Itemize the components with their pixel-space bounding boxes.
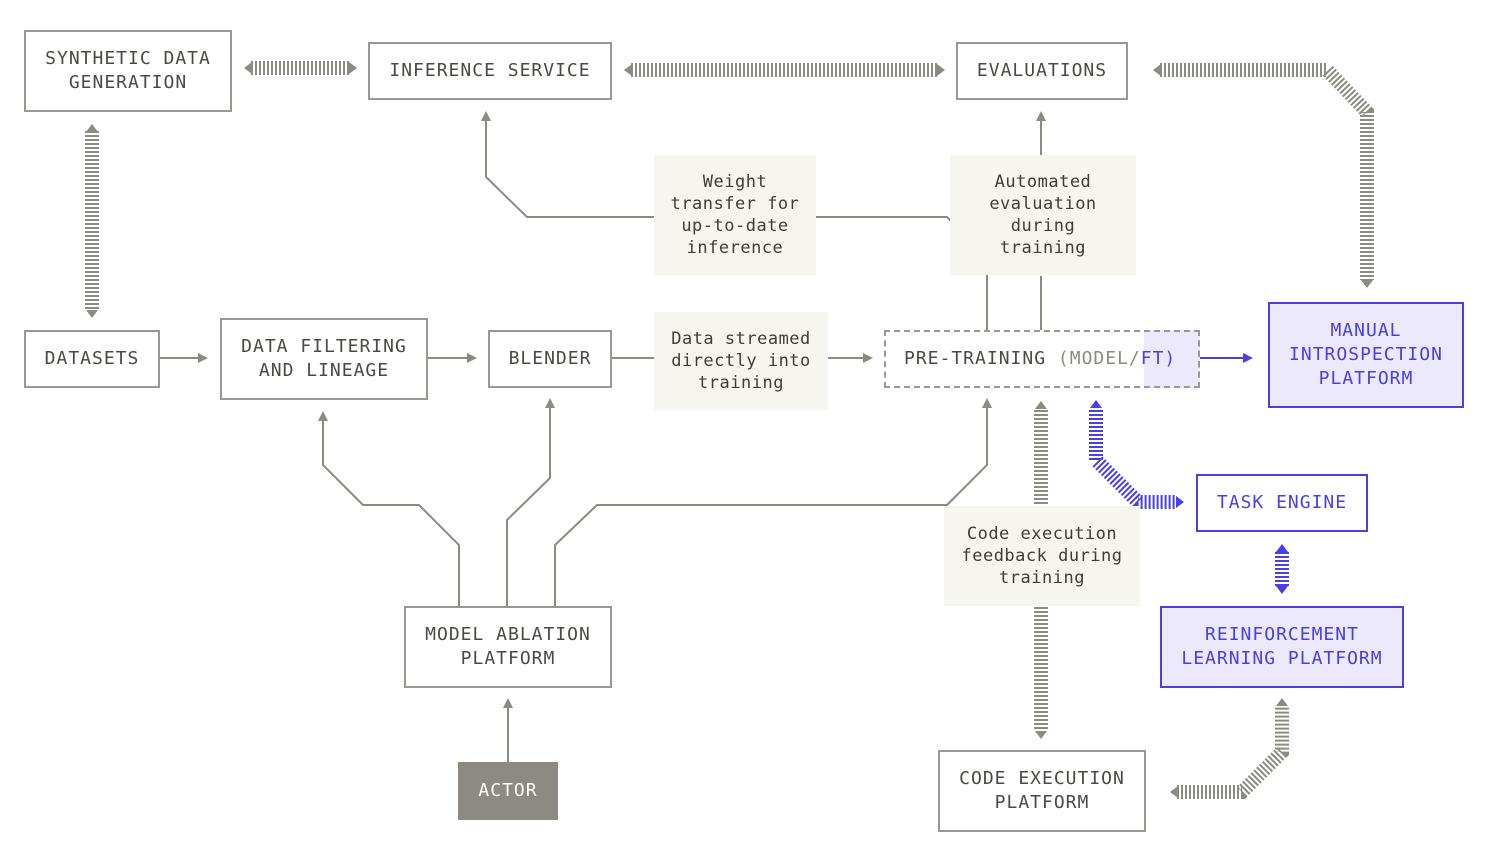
weight-transfer-label: Weight transfer for up-to-date inference (654, 155, 816, 275)
arrowhead (1276, 586, 1288, 594)
arrowhead (86, 124, 98, 132)
blender-node[interactable]: BLENDER (488, 330, 612, 388)
code-execution-platform-node[interactable]: CODE EXECUTION PLATFORM (938, 750, 1146, 832)
arrowhead (624, 64, 632, 76)
arrowhead (244, 62, 252, 74)
ablation-to-filtering-connector (318, 411, 460, 606)
arrowhead (1035, 731, 1047, 739)
arrowhead (1035, 401, 1047, 409)
code-execution-feedback-label: Code execution feedback during training (944, 506, 1140, 606)
ablation-to-pretraining-connector (554, 398, 992, 606)
inference-service-node[interactable]: INFERENCE SERVICE (368, 42, 612, 100)
striped-pretraining-taskengine (1089, 410, 1176, 509)
model-ablation-platform-node[interactable]: MODEL ABLATION PLATFORM (404, 606, 612, 688)
datasets-node[interactable]: DATASETS (24, 330, 160, 388)
pre-training-model-suffix: (MODEL/ (1057, 348, 1141, 369)
arrowhead (1361, 280, 1373, 288)
arrowhead (937, 64, 945, 76)
actor-node[interactable]: ACTOR (458, 762, 558, 820)
reinforcement-learning-platform-node[interactable]: REINFORCEMENT LEARNING PLATFORM (1160, 606, 1404, 688)
ablation-to-blender-connector (506, 398, 555, 606)
arrowhead (349, 62, 357, 74)
arrowhead (1090, 400, 1102, 408)
automated-evaluation-label: Automated evaluation during training (950, 155, 1136, 275)
synthetic-data-generation-node[interactable]: SYNTHETIC DATA GENERATION (24, 30, 232, 112)
manual-introspection-platform-node[interactable]: MANUAL INTROSPECTION PLATFORM (1268, 302, 1464, 408)
pre-training-ft-suffix: FT) (1140, 348, 1177, 369)
striped-evaluations-manual (1160, 63, 1374, 280)
pre-training-title: PRE-TRAINING (904, 348, 1047, 369)
arrowhead (1276, 544, 1288, 552)
task-engine-node[interactable]: TASK ENGINE (1196, 474, 1368, 532)
data-filtering-lineage-node[interactable]: DATA FILTERING AND LINEAGE (220, 318, 428, 400)
striped-codeexec-rl (1177, 706, 1289, 799)
pre-training-node[interactable]: PRE-TRAINING (MODEL/FT) (884, 330, 1200, 388)
arrowhead (86, 310, 98, 318)
arrowhead (1153, 64, 1161, 76)
arrowhead (1176, 496, 1184, 508)
arrowhead (1170, 786, 1178, 798)
data-streamed-label: Data streamed directly into training (654, 312, 828, 410)
arrowhead (1276, 698, 1288, 706)
evaluations-node[interactable]: EVALUATIONS (956, 42, 1128, 100)
